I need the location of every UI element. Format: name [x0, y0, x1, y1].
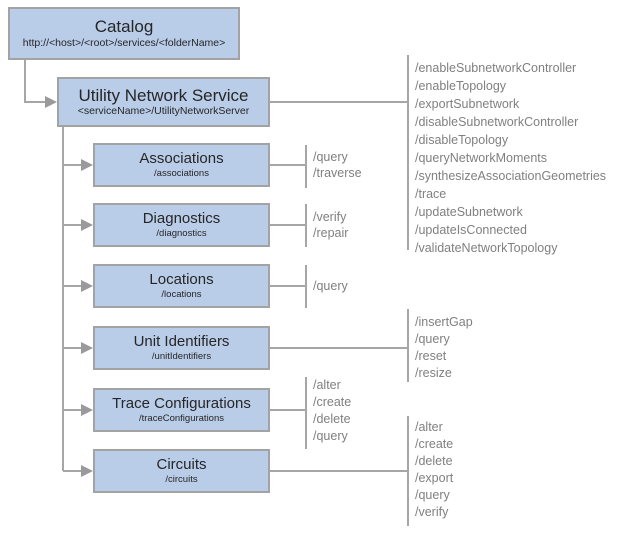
node-circuits-path: /circuits: [165, 473, 198, 485]
node-service-title: Utility Network Service: [78, 85, 249, 105]
arrow-icon-associations: [81, 159, 93, 171]
operations-list-unit-identifiers: /insertGap/query/reset/resize: [415, 314, 473, 382]
node-trace-configurations-path: /traceConfigurations: [138, 412, 225, 424]
node-utility-network-service: Utility Network Service <serviceName>/Ut…: [57, 77, 270, 127]
node-diagnostics: Diagnostics /diagnostics: [93, 203, 270, 247]
node-unit-identifiers-path: /unitIdentifiers: [151, 350, 212, 362]
arrowheads: [45, 96, 93, 477]
operation-label: /disableTopology: [415, 133, 509, 147]
node-circuits-title: Circuits: [156, 456, 207, 474]
operations-list-diagnostics: /verify/repair: [313, 209, 348, 241]
operation-label: /delete: [313, 412, 351, 426]
arrow-icon-trace-configurations: [81, 404, 93, 416]
node-locations-title: Locations: [149, 271, 214, 289]
node-service-path: <serviceName>/UtilityNetworkServer: [77, 105, 250, 118]
operation-label: /alter: [415, 420, 443, 434]
operation-label: /resize: [415, 366, 452, 380]
operation-label: /verify: [313, 210, 347, 224]
node-locations-path: /locations: [161, 288, 202, 300]
node-unit-identifiers-title: Unit Identifiers: [133, 333, 230, 351]
operation-label: /repair: [313, 226, 349, 240]
operation-label: /query: [313, 150, 348, 164]
arrow-icon-diagnostics: [81, 219, 93, 231]
operation-label: /query: [313, 429, 348, 443]
node-trace-configurations-title: Trace Configurations: [112, 395, 251, 413]
operations-list-associations: /query/traverse: [313, 149, 362, 181]
operation-label: /create: [313, 395, 352, 409]
operation-label: /query: [313, 279, 348, 293]
connector-catalog-service: [24, 60, 46, 103]
operation-label: /query: [415, 332, 450, 346]
node-diagnostics-title: Diagnostics: [142, 210, 221, 228]
arrow-icon-locations: [81, 280, 93, 292]
operation-label: /synthesizeAssociationGeometries: [415, 169, 607, 183]
operation-label: /traverse: [313, 166, 362, 180]
connector-lines: [24, 55, 409, 526]
operation-label: /updateIsConnected: [415, 223, 527, 237]
node-diagnostics-path: /diagnostics: [156, 227, 207, 239]
operations-list-circuits: /alter/create/delete/export/query/verify: [415, 419, 453, 521]
arrow-icon-unit-identifiers: [81, 342, 93, 354]
operation-label: /validateNetworkTopology: [415, 241, 558, 255]
node-circuits: Circuits /circuits: [93, 449, 270, 493]
node-unit-identifiers: Unit Identifiers /unitIdentifiers: [93, 326, 270, 370]
operation-label: /queryNetworkMoments: [415, 151, 547, 165]
node-catalog-url: http://<host>/<root>/services/<folderNam…: [22, 36, 226, 49]
operation-label: /create: [415, 437, 454, 451]
node-associations-title: Associations: [139, 150, 224, 168]
operation-label: /enableSubnetworkController: [415, 61, 577, 75]
arrow-icon-circuits: [81, 465, 93, 477]
operations-list-locations: /query: [313, 278, 348, 294]
operation-label: /disableSubnetworkController: [415, 115, 579, 129]
operation-label: /updateSubnetwork: [415, 205, 523, 219]
operation-label: /exportSubnetwork: [415, 97, 520, 111]
node-locations: Locations /locations: [93, 264, 270, 308]
operations-list-service: /enableSubnetworkController/enableTopolo…: [415, 59, 606, 257]
operation-label: /reset: [415, 349, 447, 363]
node-trace-configurations: Trace Configurations /traceConfiguration…: [93, 388, 270, 432]
operations-list-trace-configurations: /alter/create/delete/query: [313, 377, 351, 445]
operation-label: /insertGap: [415, 315, 473, 329]
operation-label: /export: [415, 471, 454, 485]
operation-label: /delete: [415, 454, 453, 468]
operation-label: /enableTopology: [415, 79, 507, 93]
operation-label: /query: [415, 488, 450, 502]
node-associations: Associations /associations: [93, 143, 270, 187]
operation-label: /trace: [415, 187, 447, 201]
operation-label: /verify: [415, 505, 449, 519]
node-catalog-title: Catalog: [94, 17, 154, 37]
arrow-icon-service: [45, 96, 57, 108]
node-associations-path: /associations: [154, 167, 209, 179]
operation-label: /alter: [313, 378, 341, 392]
node-catalog: Catalog http://<host>/<root>/services/<f…: [8, 7, 240, 60]
